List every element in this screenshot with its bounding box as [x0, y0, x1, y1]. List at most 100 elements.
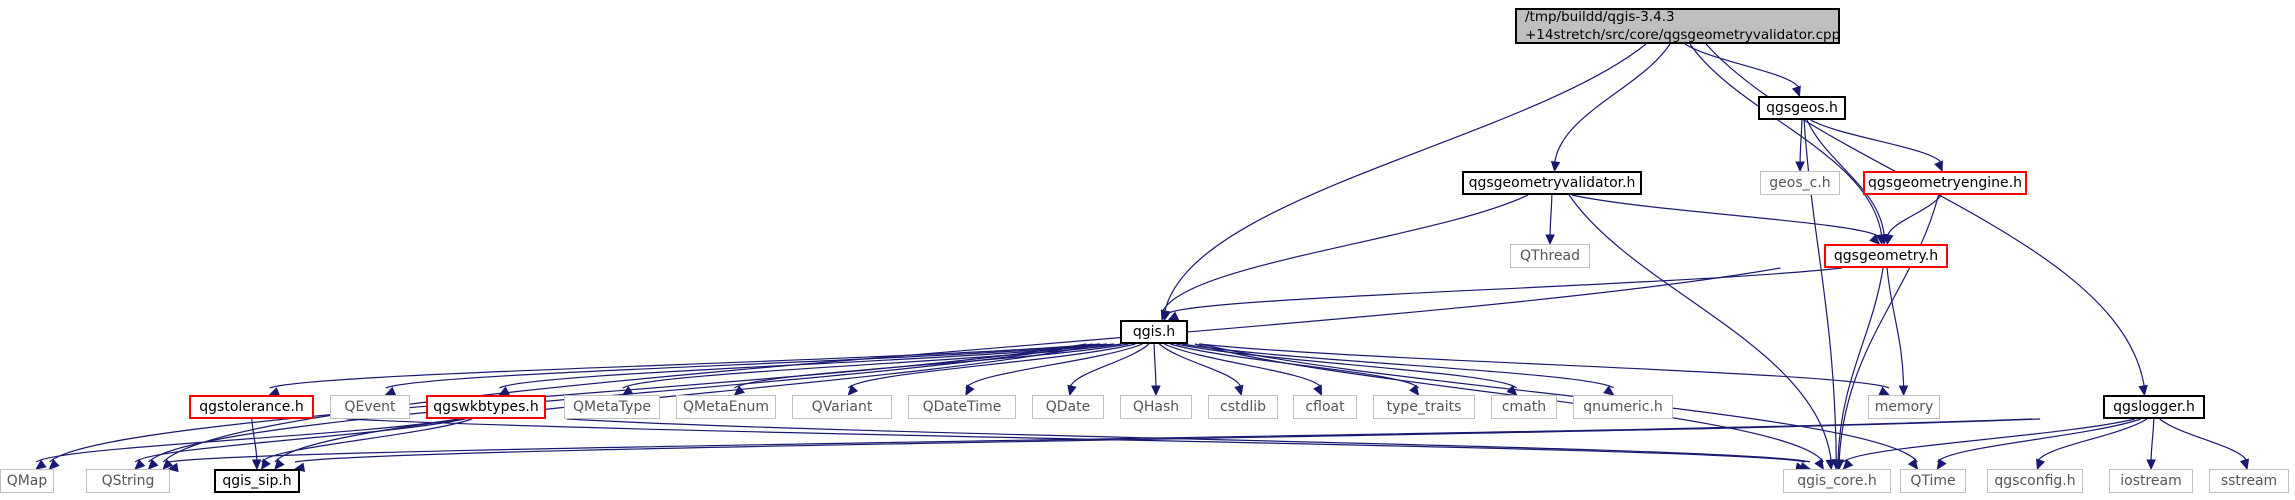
node-label: cstdlib	[1219, 399, 1267, 415]
node-label: QMetaType	[573, 399, 651, 415]
edge-qgsgeos-to-qgsgeometryengine	[1810, 119, 1943, 165]
node-label: qgswkbtypes.h	[433, 399, 539, 415]
edge-qgsgeometryengine-to-qgsgeometry	[1886, 194, 1942, 238]
arrowhead-qgis-to-qgis_core	[1814, 458, 1825, 471]
node-qgis[interactable]: qgis.h	[1120, 320, 1188, 344]
root-label-line: /tmp/buildd/qgis-3.4.3	[1525, 9, 1675, 25]
node-sstream: sstream	[2209, 469, 2289, 493]
edge-qgswkbtypes-to-qgis_sip	[261, 418, 473, 463]
edge-qgis-to-qnumeric	[1182, 343, 1614, 389]
node-label: QThread	[1520, 248, 1580, 264]
edge-qgsgeometry-to-memory	[1886, 267, 1905, 389]
edge-qgis-to-type_traits	[1170, 343, 1420, 389]
node-qgslogger[interactable]: qgslogger.h	[2103, 395, 2205, 419]
arrowhead-qgsgeometryvalidator-to-qgis	[1160, 309, 1170, 322]
edge-qgis-to-cfloat	[1164, 343, 1323, 389]
arrowhead-qgslogger-to-qgsconfig	[2036, 458, 2046, 471]
node-label: qgis.h	[1132, 324, 1176, 340]
edge-qgis-to-qhash	[1153, 343, 1157, 389]
edge-root-to-qgslogger	[1705, 43, 2146, 389]
arrowhead-qgis-to-memory	[1878, 386, 1891, 396]
edge-root-to-qgis	[1163, 43, 1647, 314]
node-label: qgsgeos.h	[1766, 100, 1838, 116]
edge-root-to-qgsgeometry	[1689, 43, 1883, 238]
arrowhead-qgsgeometryvalidator-to-qgsgeometry	[1869, 233, 1881, 245]
arrowhead-qgis-to-cfloat	[1313, 384, 1323, 397]
node-qgis-sip[interactable]: qgis_sip.h	[214, 469, 300, 493]
edge-root-to-qgsgeometryvalidator	[1553, 43, 1671, 165]
arrowhead-qgis-to-qgis_sip	[274, 458, 285, 470]
node-cstdlib: cstdlib	[1208, 395, 1278, 419]
edge-qgstolerance-to-qgis_core	[346, 418, 1806, 463]
arrowhead-qgswkbtypes-to-qstring	[134, 459, 146, 470]
node-label: sstream	[2220, 473, 2278, 489]
node-label: memory	[1874, 399, 1934, 415]
edge-qgis-to-cmath	[1176, 343, 1518, 389]
node-qvariant: QVariant	[792, 395, 892, 419]
node-qgswkbtypes[interactable]: qgswkbtypes.h	[426, 395, 546, 419]
edge-qgslogger-to-sstream	[2159, 418, 2248, 463]
node-qgsgeometryengine[interactable]: qgsgeometryengine.h	[1863, 171, 2027, 195]
node-root[interactable]: /tmp/buildd/qgis-3.4.3 +14stretch/src/cor…	[1515, 8, 1840, 44]
arrowhead-qgis-to-qmap	[48, 458, 60, 470]
node-qgsconfig: qgsconfig.h	[1987, 469, 2083, 493]
edge-qgis-to-qevent	[385, 343, 1108, 389]
node-qgstolerance[interactable]: qgstolerance.h	[189, 395, 314, 419]
node-label: QMetaEnum	[682, 399, 769, 415]
node-qstring: QString	[86, 469, 170, 493]
node-qgsgeos[interactable]: qgsgeos.h	[1758, 96, 1846, 120]
root-label-line: +14stretch/src/core/qgsgeometryvalidator…	[1525, 27, 1841, 43]
node-qgsgeometryvalidator[interactable]: qgsgeometryvalidator.h	[1462, 171, 1642, 195]
arrowhead-root-to-qgsgeos	[1791, 85, 1801, 98]
arrowhead-qgsgeometry-to-qstring	[162, 458, 174, 470]
arrowhead-qgis-to-qhash	[1151, 385, 1161, 397]
node-qmetatype: QMetaType	[564, 395, 660, 419]
arrowhead-qgsgeos-to-qgsgeometryengine	[1934, 160, 1943, 173]
node-label: QMap	[6, 473, 48, 489]
node-label: QHash	[1132, 399, 1180, 415]
arrowhead-root-to-qgslogger	[2138, 384, 2148, 397]
arrowhead-qgstolerance-to-qgis_sip	[251, 459, 262, 471]
node-label: qgis_sip.h	[222, 473, 292, 489]
arrowhead-qgslogger-to-qstring	[167, 462, 179, 473]
arrowhead-qgsgeometry-to-qgis	[1167, 311, 1180, 321]
arrowhead-qgis-to-qstring	[147, 458, 159, 470]
edge-qgis-to-qdate	[1069, 343, 1150, 389]
node-qtime: QTime	[1900, 469, 1966, 493]
arrowhead-qgis-to-qdate	[1067, 384, 1077, 397]
node-label: type_traits	[1386, 399, 1462, 415]
arrowhead-root-to-qgsgeometryvalidator	[1550, 161, 1561, 173]
node-label: qgsgeometryvalidator.h	[1468, 175, 1636, 191]
edge-qgslogger-to-qgsconfig	[2036, 418, 2148, 463]
edge-qgis-to-qvariant	[847, 343, 1136, 389]
edge-qgis-to-cstdlib	[1158, 343, 1242, 389]
edge-qgsgeometryengine-to-qgis_core	[1838, 194, 1940, 463]
arrowhead-qgis-to-qnumeric	[1603, 385, 1615, 396]
node-qmetaenum: QMetaEnum	[676, 395, 776, 419]
arrowhead-qgslogger-to-qtime	[1936, 458, 1947, 471]
node-qgsgeometry[interactable]: qgsgeometry.h	[1824, 244, 1948, 268]
node-cmath: cmath	[1491, 395, 1557, 419]
node-label: cmath	[1501, 399, 1547, 415]
arrowhead-qgis-to-qdatetime	[965, 384, 975, 397]
node-label: QDate	[1045, 399, 1091, 415]
node-label: QDateTime	[922, 399, 1002, 415]
edge-root-to-qgsgeos	[1684, 43, 1801, 90]
edge-qgsgeometryvalidator-to-qgis	[1161, 194, 1529, 314]
node-label: QString	[101, 473, 155, 489]
node-label: qgsgeometry.h	[1833, 248, 1939, 264]
node-qdate: QDate	[1032, 395, 1104, 419]
edge-qgslogger-to-qgis_core	[1842, 418, 2136, 463]
arrowhead-qgswkbtypes-to-qmap	[35, 459, 47, 470]
node-qhash: QHash	[1120, 395, 1192, 419]
edge-qgis-to-qdatetime	[965, 343, 1143, 389]
node-label: QTime	[1910, 473, 1956, 489]
edge-qgsgeometry-to-qgis	[1168, 267, 1843, 314]
node-qthread: QThread	[1510, 244, 1590, 268]
arrowhead-qgswkbtypes-to-qgis_sip	[260, 458, 271, 471]
edge-qgis-to-qmetatype	[622, 343, 1122, 389]
arrowhead-qgslogger-to-iostream	[2146, 459, 2156, 471]
arrowhead-qgslogger-to-qgis_core	[1842, 458, 1854, 470]
node-qdatetime: QDateTime	[908, 395, 1016, 419]
arrowhead-qgsgeometry-to-qgis_core	[1833, 459, 1844, 471]
